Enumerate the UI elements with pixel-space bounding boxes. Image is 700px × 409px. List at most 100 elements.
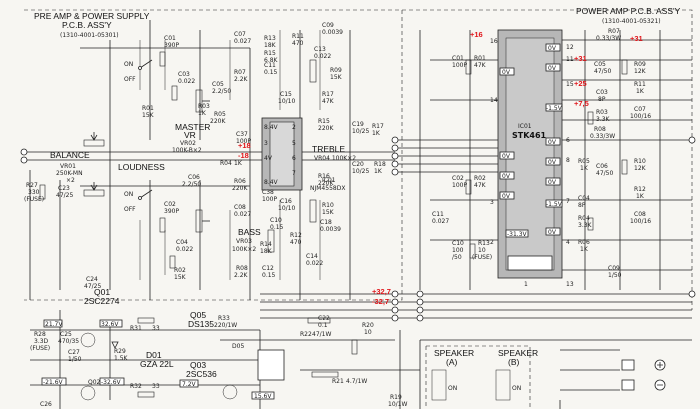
part-label: 220K (232, 185, 248, 192)
part-label: 1K (580, 246, 589, 253)
pre-pin-4: 4V (264, 155, 273, 162)
switch-off-label-2: OFF (124, 206, 136, 213)
part-label: R13 (264, 35, 276, 42)
part-label: 1K (374, 168, 383, 175)
part-label: 220K (318, 125, 334, 132)
pwr-pin-num: 12 (566, 44, 574, 51)
pwr-pin-label: -31.3V (507, 231, 528, 238)
v217-label: 21.7V (45, 321, 63, 328)
r02-val: 15K (174, 274, 187, 281)
power-ic-part: STK461 (512, 131, 547, 140)
d01-ref: D01 (146, 350, 162, 360)
part-label: R19 (390, 394, 402, 401)
part-label: 1K (372, 130, 381, 137)
pwr-pin-num: 8 (566, 157, 570, 164)
r02-ref: R02 (174, 267, 186, 274)
part-label: R21 (332, 378, 344, 385)
treble-label: TREBLE (312, 144, 345, 154)
part-label: 10/10 (278, 98, 295, 105)
part-label: R09 (330, 67, 342, 74)
part-label: 12K (634, 68, 647, 75)
part-label: 10 (478, 247, 486, 254)
part-label: 100/16 (630, 218, 651, 225)
part-label: C07 (634, 106, 646, 113)
part-label: C05 (594, 61, 606, 68)
part-label: R15 (264, 50, 276, 57)
part-label: R05 (214, 111, 226, 118)
balance-vr-label-2: 250K-MN (56, 170, 83, 177)
speaker-on-a: ON (448, 385, 457, 392)
speaker-b-sub: (B) (508, 357, 520, 367)
part-label: R14 (260, 241, 272, 248)
part-label: C14 (306, 253, 318, 260)
part-label: 10/25 (352, 168, 369, 175)
part-label: 220/1W (214, 322, 237, 329)
pwr-pin-label: 0V (502, 153, 511, 160)
speaker-a-label: SPEAKER (434, 348, 474, 358)
c26-ref: C26 (40, 401, 52, 408)
connector-circles (20, 136, 696, 322)
part-label: R11 (292, 33, 304, 40)
q05-part: DS135 (188, 319, 214, 329)
power-ic-pins: 0V 0V 0V 0V 0V 0V -1.5V 0V 0V 0V -1.5V 0… (499, 43, 563, 271)
part-label: R04 (220, 160, 232, 167)
r27-note: (FUSE) (24, 196, 44, 203)
balance-vr-label: VR01 (60, 163, 76, 170)
r32-val: 33 (152, 383, 160, 390)
part-label: 3.3K (578, 222, 593, 229)
part-label: 470 (292, 40, 304, 47)
master-vr-label: VR (184, 130, 196, 140)
q01-ref: Q01 (94, 287, 110, 297)
r31-ref: R31 (130, 325, 142, 332)
poweramp-board-outline (402, 9, 693, 310)
part-label: R10 (322, 202, 334, 209)
potentiometers (83, 59, 317, 253)
pwr-pin-label: 0V (548, 139, 557, 146)
pre-pin-3: 3 (264, 140, 268, 147)
part-label: 8P (578, 202, 586, 209)
left-parts-bottom: C02 390P C04 0.022 R02 15K R27 330 (FUSE… (24, 182, 193, 290)
voltage-plus25: +25 (574, 79, 587, 88)
part-label: 10 (364, 329, 372, 336)
part-label: 47K (322, 98, 335, 105)
part-label: C04 (578, 195, 590, 202)
part-label: 0.15 (262, 272, 276, 279)
part-label: 1/50 (608, 272, 622, 279)
part-label: C15 (280, 91, 292, 98)
switch-on-label: ON (124, 61, 133, 68)
part-label: 0.022 (306, 260, 323, 267)
right-parts: C01 100P R01 47K R07 0.33/3W C05 47/50 R… (432, 28, 651, 279)
part-label: 100P (452, 182, 467, 189)
part-label: 220K (318, 180, 334, 187)
part-label: C16 (280, 198, 292, 205)
part-label: 15K (322, 209, 335, 216)
part-label: 1K (234, 160, 243, 167)
right-title-2: (1310-4001-05321) (602, 18, 661, 25)
part-label: 10/10 (278, 205, 295, 212)
left-title-2: P.C.B. ASS'Y (62, 20, 112, 30)
part-label: C11 (432, 211, 444, 218)
part-label: 2.2K (234, 76, 249, 83)
power-ic-pin-numbers: 16 14 12 11 8 7 4 3 2 1 15 13 6 (490, 38, 574, 288)
part-label: 100P (236, 138, 251, 145)
pwr-pin-num: 3 (490, 199, 494, 206)
part-label: 15K (330, 74, 343, 81)
c25-val: 470/35 (58, 338, 79, 345)
c02-ref: C02 (164, 201, 176, 208)
part-label: R08 (594, 126, 606, 133)
part-label: R12 (634, 186, 646, 193)
preamp-board-outline (24, 9, 403, 301)
voltage-plus31b: +31 (574, 54, 587, 63)
part-label: R07 (234, 69, 246, 76)
master-vr-label-2: VR02 (180, 140, 196, 147)
pwr-pin-num: 2 (490, 239, 494, 246)
c03-ref: C03 (178, 71, 190, 78)
part-label: C08 (634, 211, 646, 218)
left-title-1: PRE AMP & POWER SUPPLY (34, 11, 150, 21)
right-title-1: POWER AMP P.C.B. ASS'Y (576, 6, 681, 16)
pwr-pin-label: 0V (502, 69, 511, 76)
c03-val: 0.022 (178, 78, 195, 85)
speaker-a-sub: (A) (446, 357, 458, 367)
part-label: R06 (234, 178, 246, 185)
